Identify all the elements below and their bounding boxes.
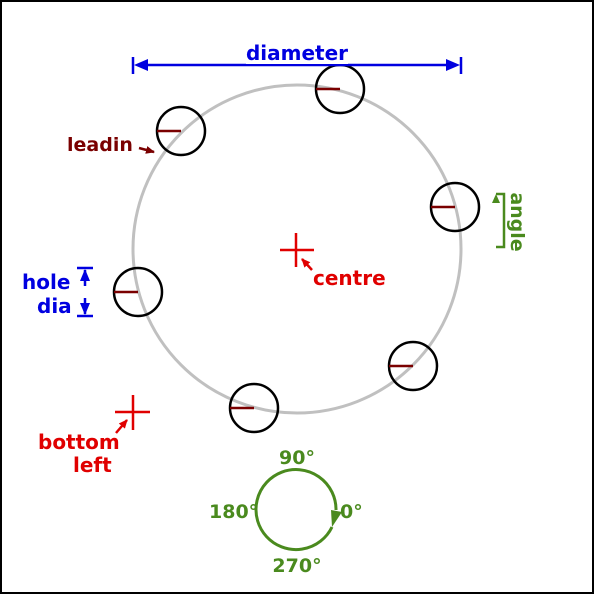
leadin-arrow: [138, 146, 155, 154]
bottom-left-arrow: [115, 419, 128, 434]
bolt-circle: [131, 83, 463, 415]
angle-direction-legend: [254, 468, 342, 552]
angle-direction-circle: [254, 468, 338, 552]
dia-label: dia: [37, 294, 72, 318]
hole-4: [112, 266, 164, 318]
hole-3: [429, 181, 481, 233]
angle-270-label: 270°: [272, 555, 321, 577]
angle-0-label: 0°: [340, 501, 363, 523]
bottom-label: bottom: [38, 430, 120, 454]
angle-annotation: [492, 192, 506, 249]
bottom-left-crosshair: [115, 395, 150, 430]
angle-label: angle: [506, 192, 528, 251]
angle-90-label: 90°: [279, 447, 315, 469]
centre-crosshair: [280, 233, 314, 267]
centre-label: centre: [313, 266, 386, 290]
leadin-label: leadin: [67, 134, 133, 156]
centre-arrow: [301, 258, 313, 271]
hole-2: [155, 105, 207, 157]
left-label: left: [73, 453, 112, 477]
diameter-dimension: [131, 42, 463, 74]
angle-direction-arrowhead: [331, 510, 342, 527]
hole-label: hole: [22, 270, 70, 294]
hole-5: [387, 340, 439, 392]
diameter-label: diameter: [246, 41, 348, 65]
hole-1: [314, 63, 366, 115]
hole-dia-dimension: [77, 266, 93, 318]
hole-6: [228, 382, 280, 434]
angle-180-label: 180°: [209, 501, 258, 523]
